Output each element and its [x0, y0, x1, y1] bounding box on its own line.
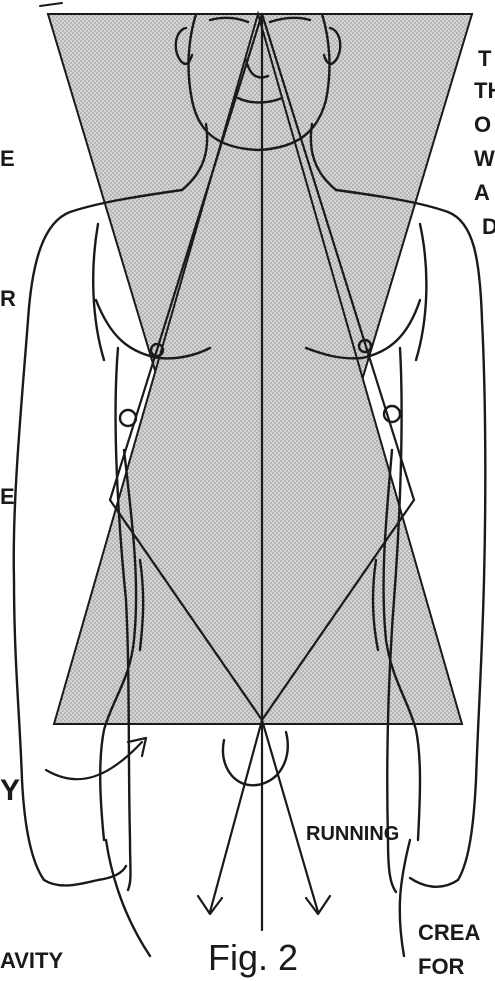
- running-annotation: RUNNING: [306, 823, 399, 845]
- top-frame-line: [40, 3, 62, 6]
- fragment-right-7: CREA: [418, 920, 480, 945]
- right-label-fragments: T TH O W A D CREA FOR: [418, 46, 495, 979]
- fragment-right-8: FOR: [418, 954, 465, 979]
- fragment-left-5: AVITY: [0, 948, 63, 973]
- fragment-left-4: Y: [0, 774, 20, 807]
- fragment-right-6: D: [482, 214, 495, 239]
- fragment-left-3: E: [0, 484, 15, 509]
- figure-caption: Fig. 2: [208, 937, 298, 978]
- fragment-right-4: W: [474, 146, 495, 171]
- fragment-left-1: E: [0, 146, 15, 171]
- fragment-right-1: T: [478, 46, 492, 71]
- fragment-right-2: TH: [474, 78, 495, 103]
- fragment-left-2: R: [0, 286, 16, 311]
- fragment-right-5: A: [474, 180, 490, 205]
- fragment-right-3: O: [474, 112, 491, 137]
